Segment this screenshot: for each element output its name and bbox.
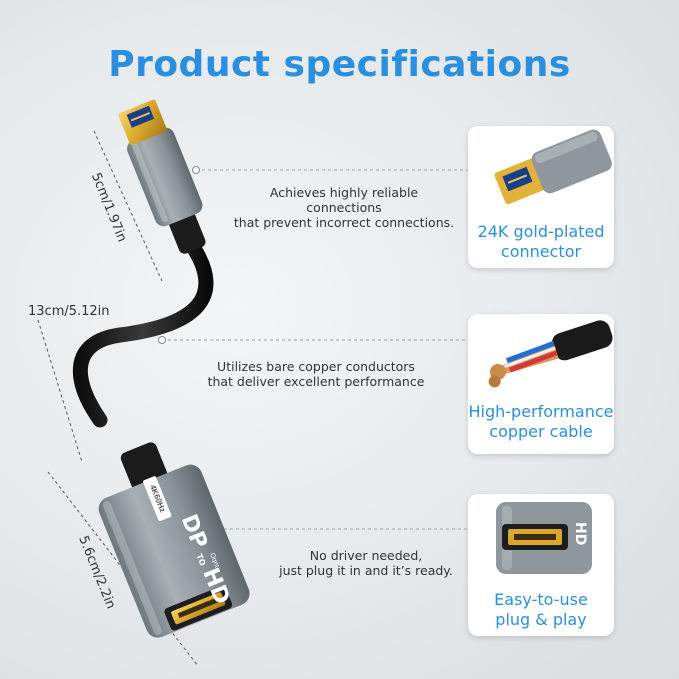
leader-dot-connector [192,166,200,174]
resolution-badge: 4K60Hz [142,475,172,522]
label-dp: DP [175,510,212,553]
displayport-connector-icon [494,129,612,205]
page-title: Product specifications [108,44,571,85]
caption-plug: Easy-to-use plug & play [494,590,588,629]
feature-card-cable: High-performance copper cable [468,314,614,454]
caption-connector: 24K gold-plated connector [477,222,605,261]
caption-cable: High-performance copper cable [468,402,614,441]
hdmi-port-icon: HD [496,502,592,574]
label-to: TO [194,552,208,568]
description-plug: No driver needed, just plug it in and it… [279,548,453,578]
copper-cable-icon [488,320,613,388]
cable [72,242,214,428]
leader-lines [162,169,470,530]
feature-card-connector: 24K gold-plated connector [468,126,614,268]
description-cable: Utilizes bare copper conductors that del… [207,359,425,389]
svg-text:HD: HD [572,522,588,545]
leader-dot-cable [158,336,166,344]
dimension-cable: 13cm/5.12in [28,304,110,319]
description-connector: Achieves highly reliable connections tha… [233,185,455,230]
dp-housing [127,127,203,227]
label-hd: HD [197,564,235,608]
feature-card-plug: HD Easy-to-use plug & play [468,494,614,636]
